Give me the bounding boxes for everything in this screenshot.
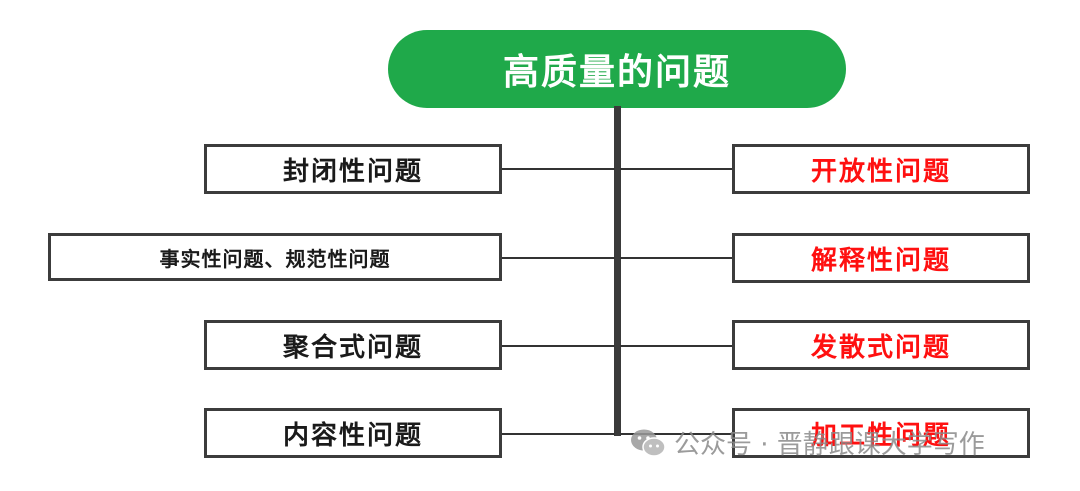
connector-right-1 (620, 168, 732, 170)
connector-left-1 (502, 168, 615, 170)
right-node-3: 发散式问题 (732, 320, 1030, 370)
right-node-label: 发散式问题 (810, 332, 951, 363)
connector-left-3 (502, 345, 615, 347)
watermark-text: 公众号 · 晋静跟课大学写作 (674, 430, 985, 460)
left-node-2: 事实性问题、规范性问题 (48, 233, 502, 281)
root-node: 高质量的问题 (388, 30, 846, 108)
root-label: 高质量的问题 (502, 52, 731, 93)
watermark: 公众号 · 晋静跟课大学写作 (630, 424, 985, 461)
trunk-line (614, 106, 621, 436)
left-node-1: 封闭性问题 (204, 144, 502, 194)
right-node-2: 解释性问题 (732, 233, 1030, 283)
left-node-3: 聚合式问题 (204, 320, 502, 370)
right-node-4: 加工性问题 (732, 408, 1030, 458)
connector-right-4 (620, 433, 732, 435)
wechat-icon (631, 429, 666, 457)
connector-left-4 (502, 433, 615, 435)
right-node-label: 解释性问题 (810, 245, 951, 276)
right-node-label: 开放性问题 (810, 156, 951, 187)
left-node-label: 聚合式问题 (282, 332, 423, 363)
right-node-1: 开放性问题 (732, 144, 1030, 194)
left-node-label: 封闭性问题 (282, 156, 423, 187)
left-node-label: 内容性问题 (282, 420, 423, 451)
connector-right-2 (620, 257, 732, 259)
connector-right-3 (620, 345, 732, 347)
left-node-4: 内容性问题 (204, 408, 502, 458)
left-node-label: 事实性问题、规范性问题 (159, 246, 391, 271)
right-node-label: 加工性问题 (810, 420, 951, 451)
connector-left-2 (502, 257, 615, 259)
